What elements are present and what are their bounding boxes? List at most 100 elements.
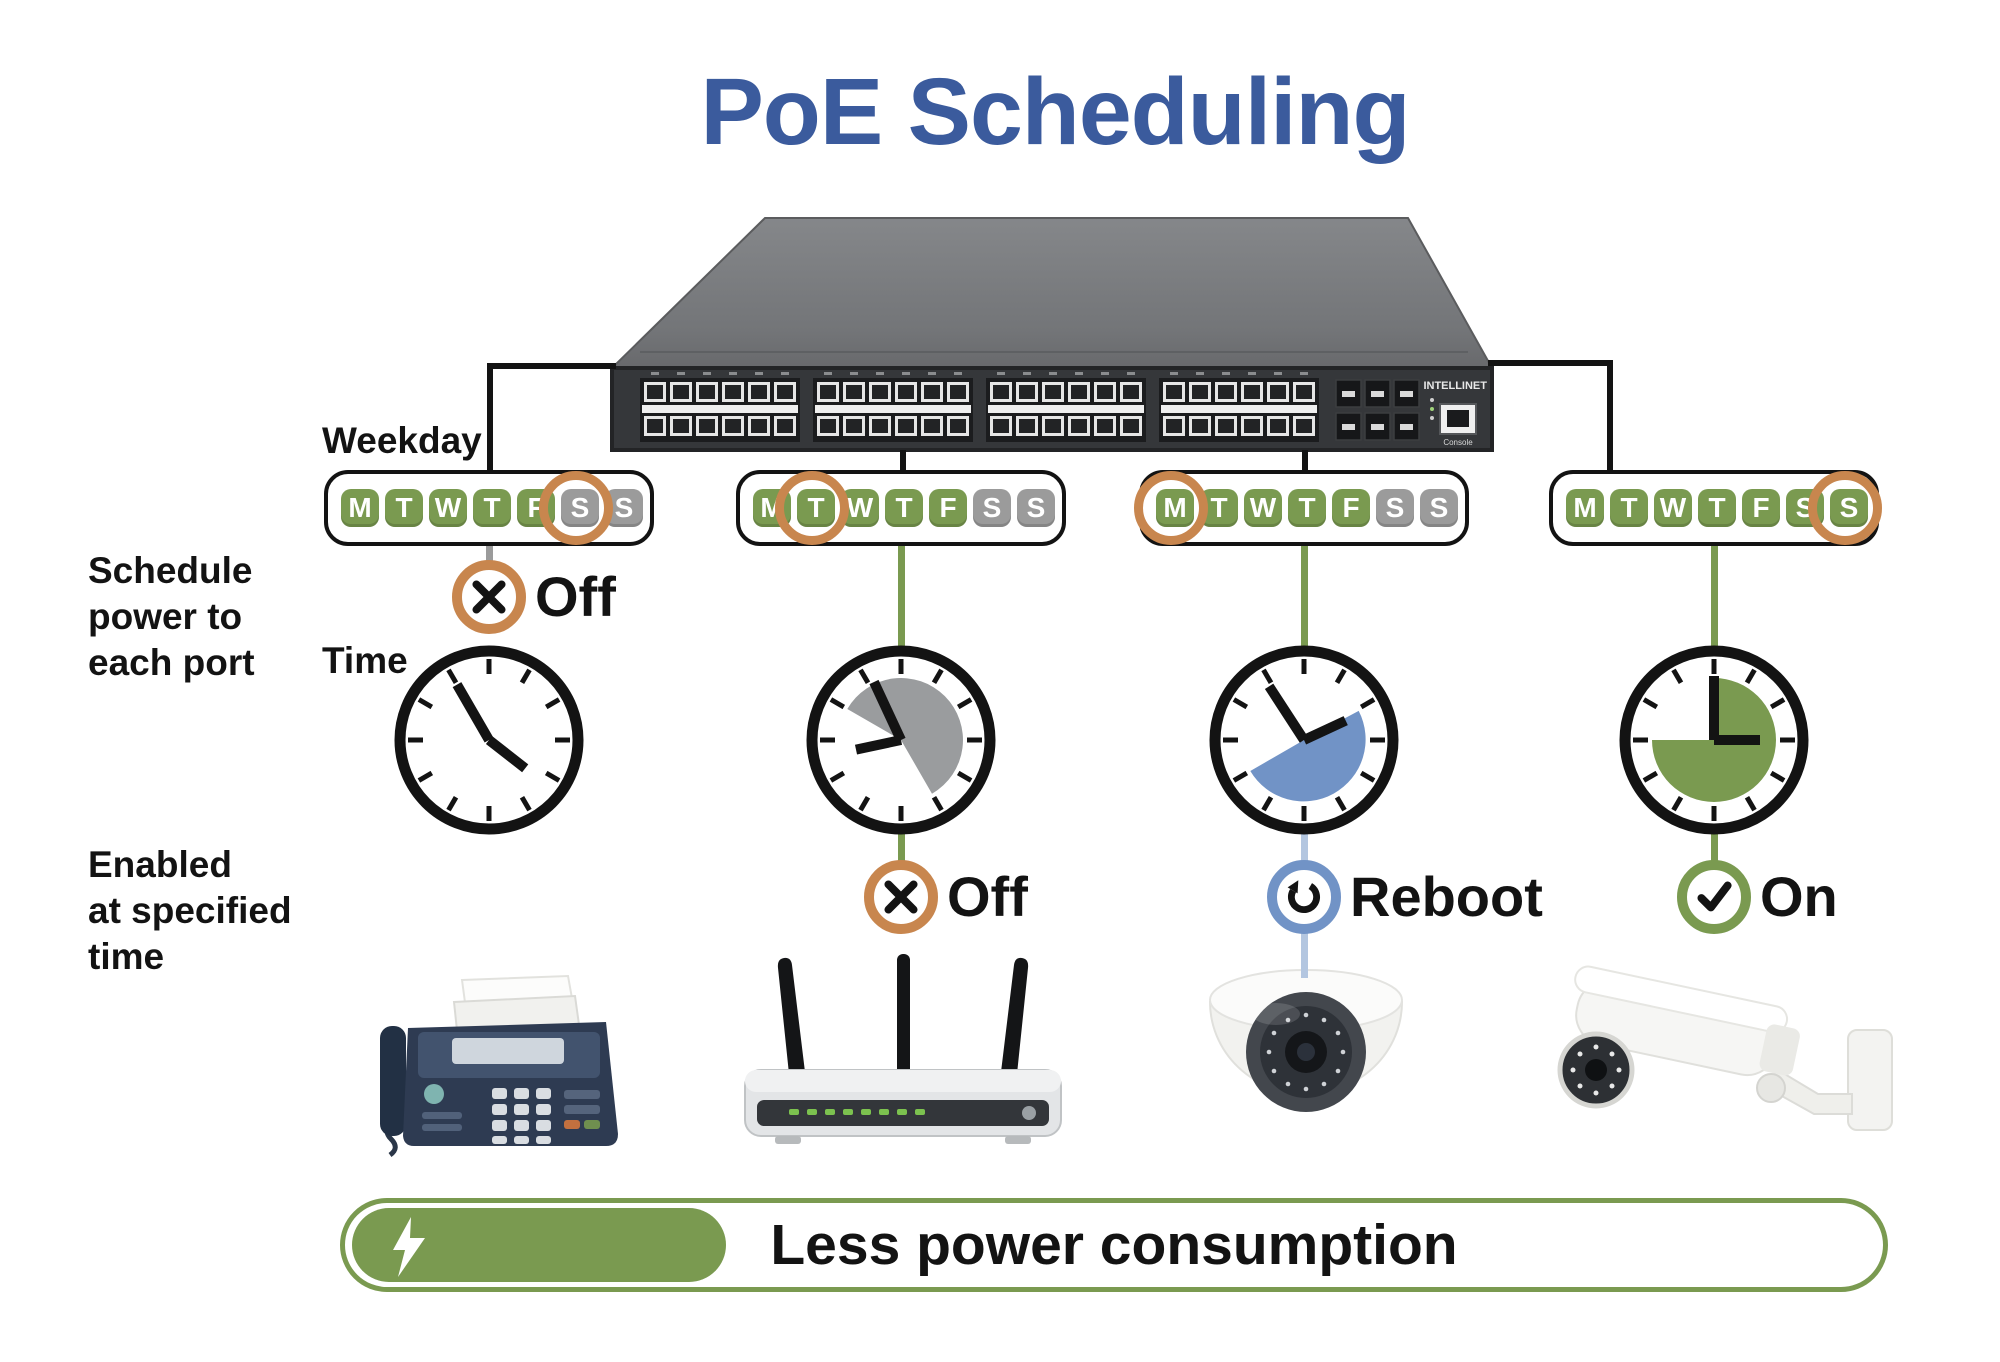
dome-camera-illustration (1208, 969, 1404, 1112)
day-chip: W (1244, 489, 1282, 527)
status-label: On (1760, 865, 1838, 928)
clock-tick (1359, 697, 1376, 710)
clock-tick (829, 697, 846, 710)
clock-tick (1769, 770, 1786, 783)
wireless-router-illustration (744, 954, 1062, 1144)
fax-lcd (452, 1038, 564, 1064)
circled-day-ring (1808, 471, 1882, 545)
router-foot (775, 1136, 801, 1144)
router-antennas (777, 954, 1029, 1076)
banner-label: Less power consumption (770, 1213, 1458, 1277)
clock-tick (956, 770, 973, 783)
enabled-at-label: Enabled at specified time (88, 844, 292, 977)
clock-tick (1671, 668, 1684, 685)
day-chip: T (885, 489, 923, 527)
connection-stem (897, 834, 905, 861)
switch-led (1430, 416, 1434, 420)
fax-machine-illustration (380, 974, 618, 1158)
circled-day-ring (539, 471, 613, 545)
status-label: Reboot (1350, 865, 1543, 928)
clock-tick (829, 770, 846, 783)
bullet-lens (1585, 1059, 1607, 1081)
clock-tick (1744, 795, 1757, 812)
clock-tick (1769, 697, 1786, 710)
clock (806, 645, 996, 835)
status-badge-reboot (1267, 860, 1341, 934)
clock (1619, 645, 1809, 835)
router-button (1022, 1106, 1036, 1120)
bullet-ir-leds (1570, 1044, 1622, 1096)
lightning-bolt-icon (393, 1217, 425, 1277)
console-port-jack (1447, 410, 1469, 427)
day-chip: S (1017, 489, 1055, 527)
day-chip: M (1566, 489, 1604, 527)
clock-tick (1232, 770, 1249, 783)
fax-buttons (422, 1084, 600, 1131)
clock-tick (1642, 697, 1659, 710)
day-chip: W (841, 489, 879, 527)
day-chip: T (1288, 489, 1326, 527)
connection-stem (485, 546, 493, 562)
schedule-power-label: Schedule power to each port (88, 550, 255, 683)
connection-stem (897, 546, 905, 646)
clock-hand-minute (452, 682, 494, 743)
clock-tick (417, 770, 434, 783)
clock-tick (931, 668, 944, 685)
clock-face-ring (1209, 645, 1399, 835)
fax-handset (380, 1026, 406, 1136)
reboot-icon (1287, 880, 1320, 913)
status-label: Off (947, 865, 1028, 928)
clock-tick (544, 697, 561, 710)
connection-stem (1300, 546, 1308, 646)
clock-tick (1334, 668, 1347, 685)
clock-tick (1261, 795, 1274, 812)
clock-pie (1250, 710, 1366, 802)
clock-tick (446, 795, 459, 812)
status-badge-off (452, 560, 526, 634)
clock-hand-hour (1301, 716, 1348, 745)
clock (394, 645, 584, 835)
clock-hand-hour (854, 735, 903, 755)
clock-tick (1642, 770, 1659, 783)
day-chip: W (429, 489, 467, 527)
dome-highlight (1252, 1003, 1300, 1025)
circled-day-ring (1134, 471, 1208, 545)
clock-tick (858, 795, 871, 812)
dome-lens-pupil (1297, 1043, 1315, 1061)
status-badge-on (1677, 860, 1751, 934)
day-chip: F (929, 489, 967, 527)
clock-hand-minute (869, 679, 906, 743)
day-chip: T (1698, 489, 1736, 527)
network-switch: INTELLINET Console (609, 217, 1494, 452)
clock-hand-hour (485, 736, 529, 773)
day-chip: T (385, 489, 423, 527)
clock-face-ring (806, 645, 996, 835)
day-chip: T (1610, 489, 1648, 527)
switch-led (1430, 398, 1434, 402)
day-chip: F (1332, 489, 1370, 527)
clock-tick (931, 795, 944, 812)
day-chip: W (1654, 489, 1692, 527)
clock-hand-minute (1264, 683, 1309, 743)
clock-tick (1744, 668, 1757, 685)
day-chip: S (1420, 489, 1458, 527)
status-badge-off (864, 860, 938, 934)
console-label: Console (1443, 438, 1473, 447)
fax-keypad (492, 1088, 551, 1144)
status-label: Off (535, 565, 616, 628)
day-chip: M (341, 489, 379, 527)
day-chip: T (473, 489, 511, 527)
weekday-label: Weekday (322, 420, 482, 461)
clock-tick (446, 668, 459, 685)
switch-led (1430, 407, 1434, 411)
connection-stem (1710, 834, 1718, 861)
day-chip: S (1376, 489, 1414, 527)
dome-ir-leds (1266, 1012, 1346, 1092)
clock-tick (1671, 795, 1684, 812)
x-icon (884, 880, 918, 914)
clock-tick (519, 668, 532, 685)
clock (1209, 645, 1399, 835)
switch-brand: INTELLINET (1423, 380, 1487, 392)
connection-stem (1300, 834, 1308, 861)
